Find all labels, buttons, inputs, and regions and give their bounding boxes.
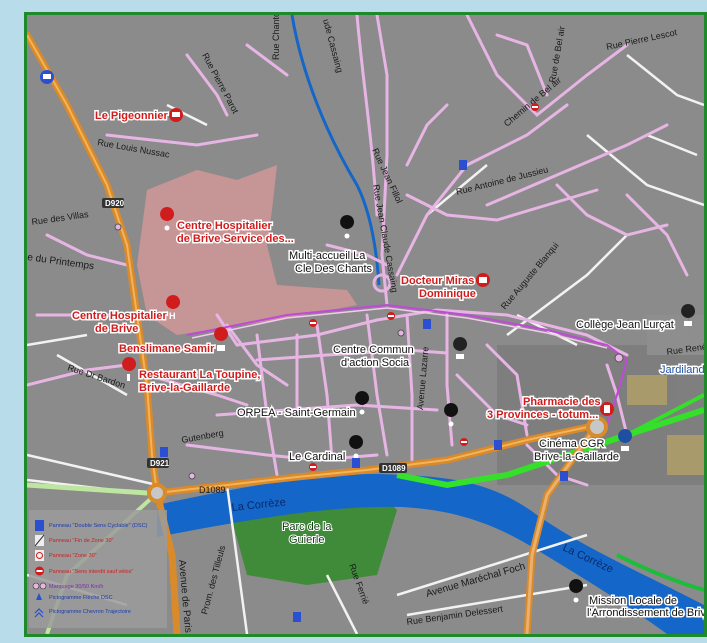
poi-label-multi-accueil[interactable]: Cle Des Chants (294, 262, 375, 277)
poi-label-cinema[interactable]: Cinéma CGR (538, 437, 606, 452)
river-bank-route (616, 553, 704, 592)
road-shield-d921: D921 (147, 458, 170, 468)
no-entry-sign-icon (35, 566, 44, 576)
poi-label-toupine[interactable]: Restaurant La Toupine, (138, 368, 262, 383)
map-pin-icon[interactable] (214, 327, 229, 357)
signage-markers (40, 70, 624, 622)
zone-30-sign-icon (35, 550, 44, 561)
pale-green-route (27, 482, 148, 496)
poi-label-mission-locale[interactable]: l'Arrondissement de Brive (586, 606, 705, 621)
pharmacy-icon[interactable] (600, 402, 614, 416)
poi-label-cinema[interactable]: Brive-la-Gaillarde (533, 450, 621, 465)
dsc-corridor (186, 303, 629, 426)
main-roads-center (27, 34, 598, 494)
roundabout-north (372, 273, 392, 293)
hospital-zone (137, 165, 357, 335)
poi-label-pharmacie[interactable]: Pharmacie des (522, 395, 603, 410)
legend-label: Pictogramme Flèche DSC (49, 595, 113, 601)
svg-text:D920: D920 (105, 199, 125, 208)
roundabout-east (586, 416, 608, 438)
dsc-corridor-inner (191, 307, 608, 349)
end-zone-30-sign-icon (34, 534, 45, 547)
map-pin-icon[interactable] (169, 108, 183, 122)
street-label: Rue René (666, 341, 704, 357)
legend-label: Panneau "Fin de Zone 30" (49, 538, 113, 544)
legend-label: Panneau "Zone 30" (49, 553, 97, 559)
double-sens-sign-icon (35, 520, 44, 531)
hospital-icon[interactable]: H (166, 295, 181, 325)
map-pin-icon[interactable] (569, 579, 584, 609)
legend-label: Panneau "Sens interdit sauf vélos" (49, 569, 133, 575)
arrow-dsc-icon (36, 593, 42, 600)
poi-label-mission-locale[interactable]: Mission Locale de (588, 594, 679, 609)
poi-label-centre-communal[interactable]: Centre Commun (332, 343, 416, 358)
map-pin-icon[interactable] (355, 391, 370, 421)
map-frame[interactable]: D920 D921 D1089 D1089 Rue Pierre Parot R… (24, 12, 707, 637)
map-pin-icon[interactable] (340, 215, 355, 247)
poi-label-college[interactable]: Collège Jean Lurçat (575, 318, 676, 333)
poi-label-hospital-service[interactable]: de Brive Service des... (176, 232, 296, 247)
river-correze (157, 474, 704, 634)
marking-30-icon (32, 582, 47, 590)
map-pin-icon[interactable] (453, 337, 468, 367)
poi-label-multi-accueil[interactable]: Multi-accueil La (288, 249, 368, 264)
restaurant-icon[interactable] (122, 357, 137, 387)
building-block (667, 435, 704, 475)
road-label-d1089: D1089 (199, 485, 226, 495)
green-route-branch (626, 393, 704, 437)
svg-text:H: H (169, 311, 176, 321)
legend-label: Marquage 30/50 Km/h (49, 584, 103, 590)
foch-road (525, 424, 599, 634)
svg-text:D921: D921 (150, 459, 170, 468)
cinema-icon[interactable] (618, 429, 633, 459)
poi-label-hospital-service[interactable]: Centre Hospitalier (176, 219, 274, 234)
map-pin-icon[interactable] (476, 273, 490, 287)
stream (290, 15, 381, 286)
poi-label-pharmacie[interactable]: 3 Provinces - totum... (486, 408, 600, 423)
poi-label-benslimane[interactable]: Benslimane Samir (118, 342, 217, 357)
poi-label-hospital[interactable]: Centre Hospitalier (71, 309, 169, 324)
poi-label-jardiland[interactable]: Jardiland (659, 363, 705, 378)
map-canvas[interactable]: D920 D921 D1089 D1089 Rue Pierre Parot R… (27, 15, 704, 634)
chevron-trajectory-icon (34, 608, 44, 618)
building-block (627, 375, 667, 405)
legend-label: Pictogramme Chevron Trajectoire (49, 609, 131, 615)
poi-label-centre-communal[interactable]: d'action Socia (340, 356, 412, 371)
svg-text:D1089: D1089 (382, 464, 406, 473)
park-label: Guierle (289, 534, 324, 546)
roundabout-west (147, 483, 167, 503)
legend-panel: Panneau "Double Sens Cyclable" (DSC) Pan… (29, 510, 167, 628)
poi-label-hospital[interactable]: de Brive (94, 322, 140, 337)
map-pin-icon[interactable] (160, 207, 175, 237)
urban-block (647, 315, 704, 355)
poi-label-cardinal[interactable]: Le Cardinal (288, 450, 347, 465)
poi-label-toupine[interactable]: Brive-la-Gaillarde (138, 381, 232, 396)
poi-label-miras[interactable]: Dominique (418, 287, 478, 302)
road-shield-d920: D920 (102, 198, 125, 208)
poi-label-miras[interactable]: Docteur Miras (400, 274, 476, 289)
poi-label-pigeonnier[interactable]: Le Pigeonnier (94, 109, 170, 124)
park-label: Parc de la (282, 521, 332, 533)
legend-label: Panneau "Double Sens Cyclable" (DSC) (49, 523, 148, 529)
river-label: La Corrèze (231, 496, 286, 514)
map-pin-icon[interactable] (349, 435, 364, 465)
poi-label-orpea[interactable]: ORPEA - Saint-Germain (236, 406, 358, 421)
map-pin-icon[interactable] (444, 403, 459, 433)
road-shield-d1089: D1089 (379, 463, 407, 473)
school-icon[interactable] (681, 304, 696, 334)
street-label: Rue Chantois (271, 15, 281, 60)
green-route (396, 407, 704, 489)
